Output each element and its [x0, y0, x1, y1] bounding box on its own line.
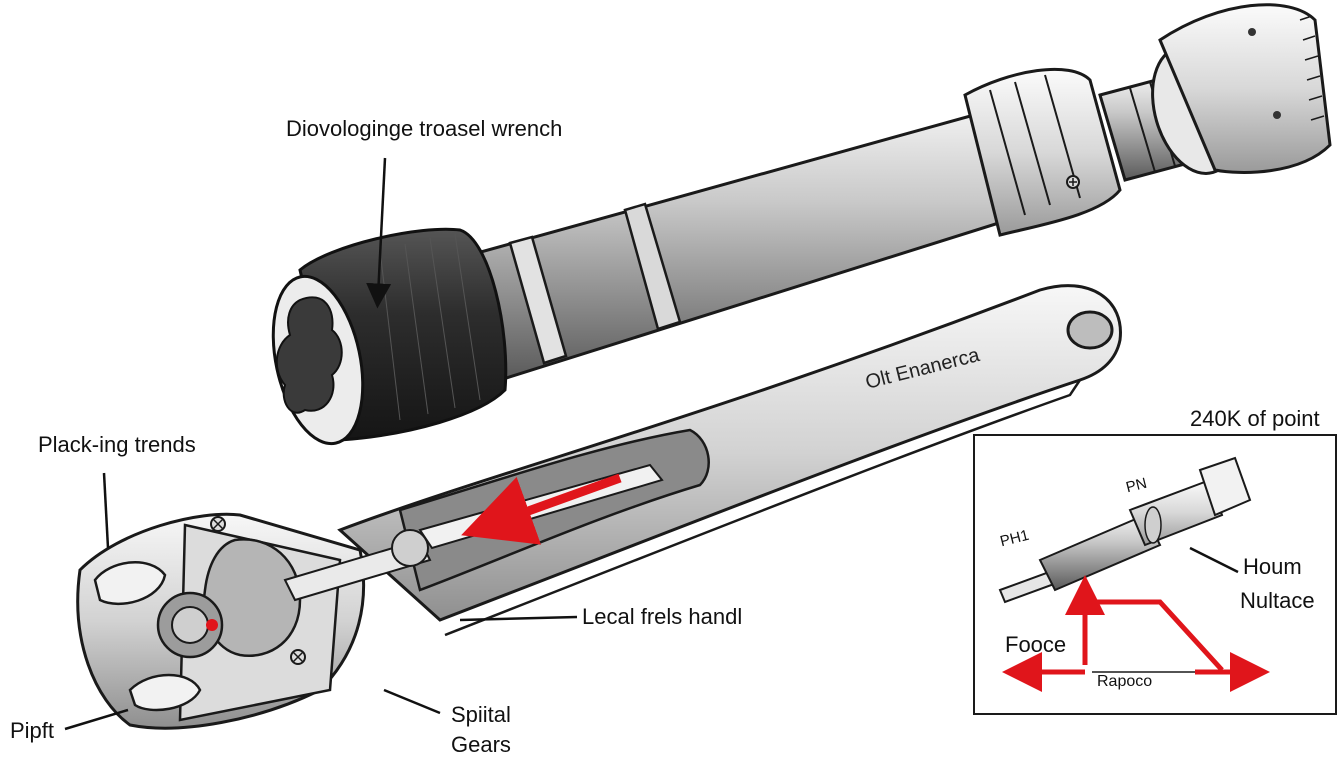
- inset-nultace-label: Nultace: [1240, 588, 1315, 613]
- inset-rapoco-label: Rapoco: [1097, 673, 1153, 690]
- torque-shaft: [271, 3, 1332, 446]
- inset-title: 240K of point: [1190, 406, 1320, 431]
- spiral-gears-label: Spiital Gears: [451, 700, 511, 760]
- leader-lines: [64, 157, 1239, 731]
- local-handle-label: Lecal frels handl: [582, 604, 743, 629]
- wrench-handle: [76, 284, 1122, 730]
- spiral-label-line1: Spiital: [451, 702, 511, 727]
- pipft-label: Pipft: [10, 718, 55, 743]
- inset-houm-label: Houm: [1243, 554, 1302, 579]
- spiral-label-line2: Gears: [451, 732, 511, 757]
- inset-force-label: Fooce: [1005, 632, 1067, 657]
- torque-inset-box: [973, 434, 1337, 715]
- inset-drawing: [998, 456, 1270, 692]
- main-title-label: Diovologinge troasel wrench: [286, 116, 563, 141]
- placking-label: Plack-ing trends: [38, 432, 196, 457]
